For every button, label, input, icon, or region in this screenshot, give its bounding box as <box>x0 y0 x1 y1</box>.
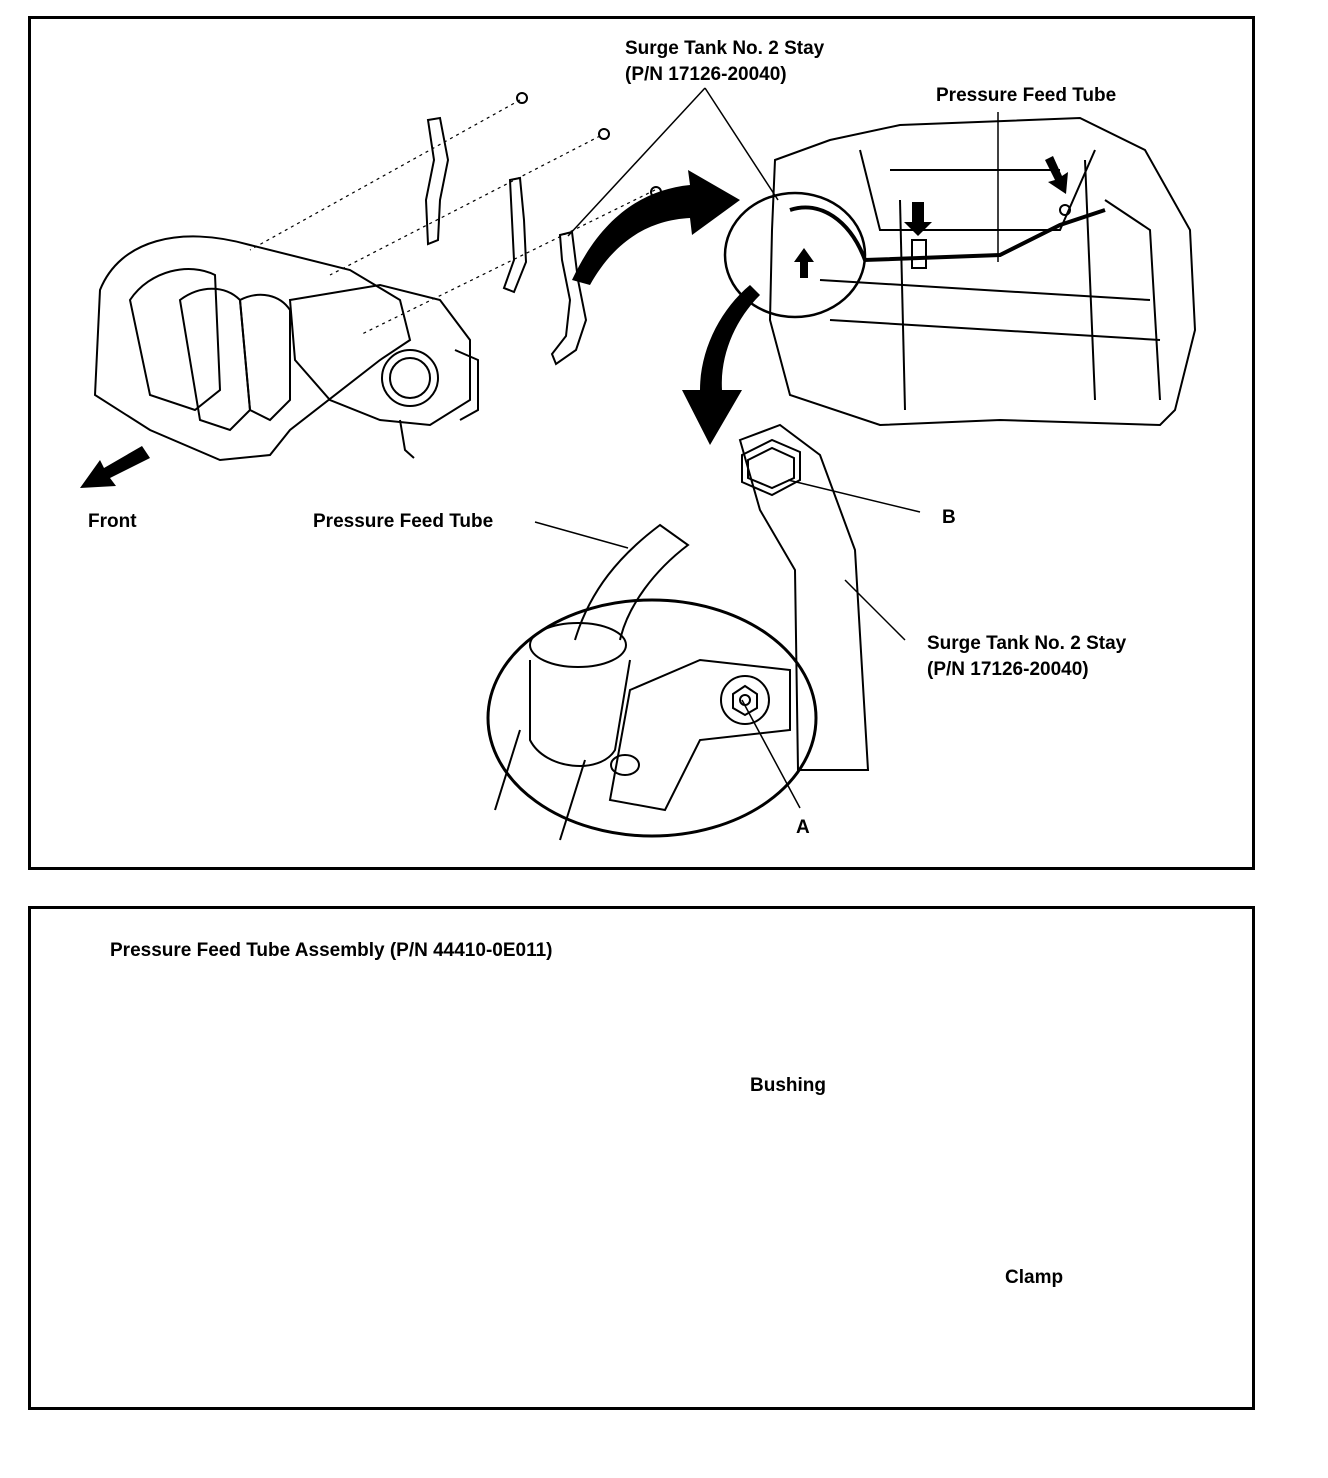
bolt-guide-lines <box>249 99 656 336</box>
enlarged-stay-view <box>738 423 870 771</box>
bracket-stays <box>424 116 588 366</box>
surge-tank-stay-part-number-lower: (P/N 17126-20040) <box>927 659 1089 680</box>
bottom-diagram-panel <box>28 906 1255 1410</box>
intake-manifold <box>93 235 412 462</box>
engine-body <box>768 116 1197 427</box>
bushing-label: Bushing <box>750 1075 826 1096</box>
surge-tank-stay-label-upper: Surge Tank No. 2 Stay <box>625 38 825 59</box>
assembly-title: Pressure Feed Tube Assembly (P/N 44410-0… <box>110 940 553 961</box>
pressure-feed-tube-label-lower: Pressure Feed Tube <box>313 511 494 532</box>
callout-arrows <box>80 156 1068 488</box>
front-direction-label: Front <box>88 511 137 532</box>
surge-tank-stay-label-lower: Surge Tank No. 2 Stay <box>927 633 1127 654</box>
throttle-body <box>288 283 479 459</box>
detail-callout-circle <box>723 191 867 319</box>
point-b-label: B <box>942 507 956 528</box>
clamp-label: Clamp <box>1005 1267 1064 1288</box>
stay-leader-lines <box>567 87 999 262</box>
enlarged-detail-ellipse <box>486 598 818 838</box>
bolt-icons <box>516 92 662 198</box>
pressure-feed-tube-label-upper: Pressure Feed Tube <box>936 85 1117 106</box>
point-a-label: A <box>796 817 810 838</box>
surge-tank-stay-part-number-upper: (P/N 17126-20040) <box>625 64 787 85</box>
lower-leader-lines <box>534 479 921 809</box>
enlarged-tube-clamp <box>494 523 791 841</box>
